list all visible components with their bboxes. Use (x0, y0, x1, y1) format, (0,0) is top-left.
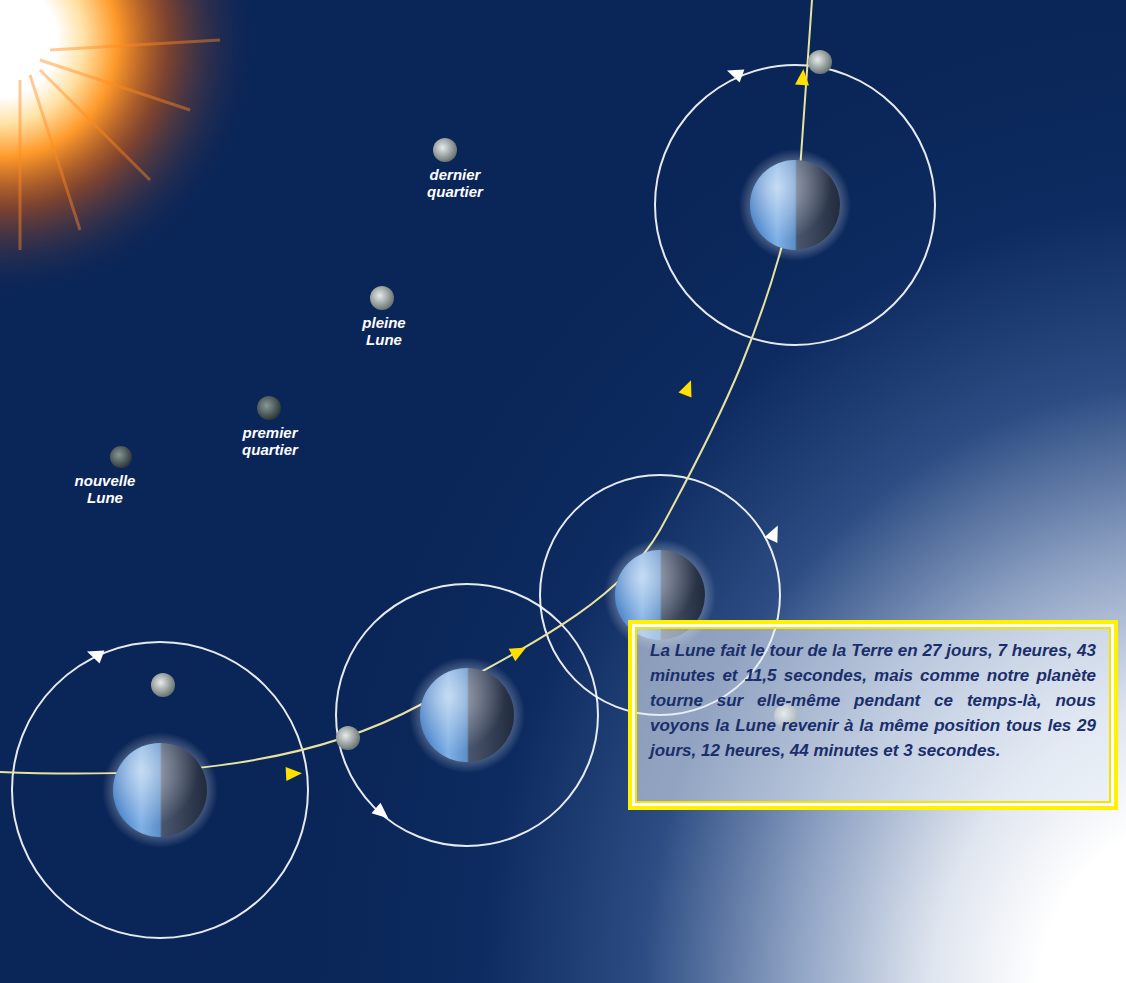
last-quarter-moon (433, 138, 457, 162)
new-moon (110, 446, 132, 468)
note-text: La Lune fait le tour de la Terre en 27 j… (650, 638, 1096, 763)
phase-label: nouvelle Lune (75, 472, 136, 506)
note-box: La Lune fait le tour de la Terre en 27 j… (628, 620, 1118, 810)
full-moon (370, 286, 394, 310)
phase-label: pleine Lune (362, 314, 405, 348)
sun-glow (0, 0, 260, 300)
first-quarter-moon (257, 396, 281, 420)
sun-rays (20, 40, 220, 250)
phase-label: dernier quartier (427, 166, 483, 200)
phase-label: premier quartier (242, 424, 298, 458)
